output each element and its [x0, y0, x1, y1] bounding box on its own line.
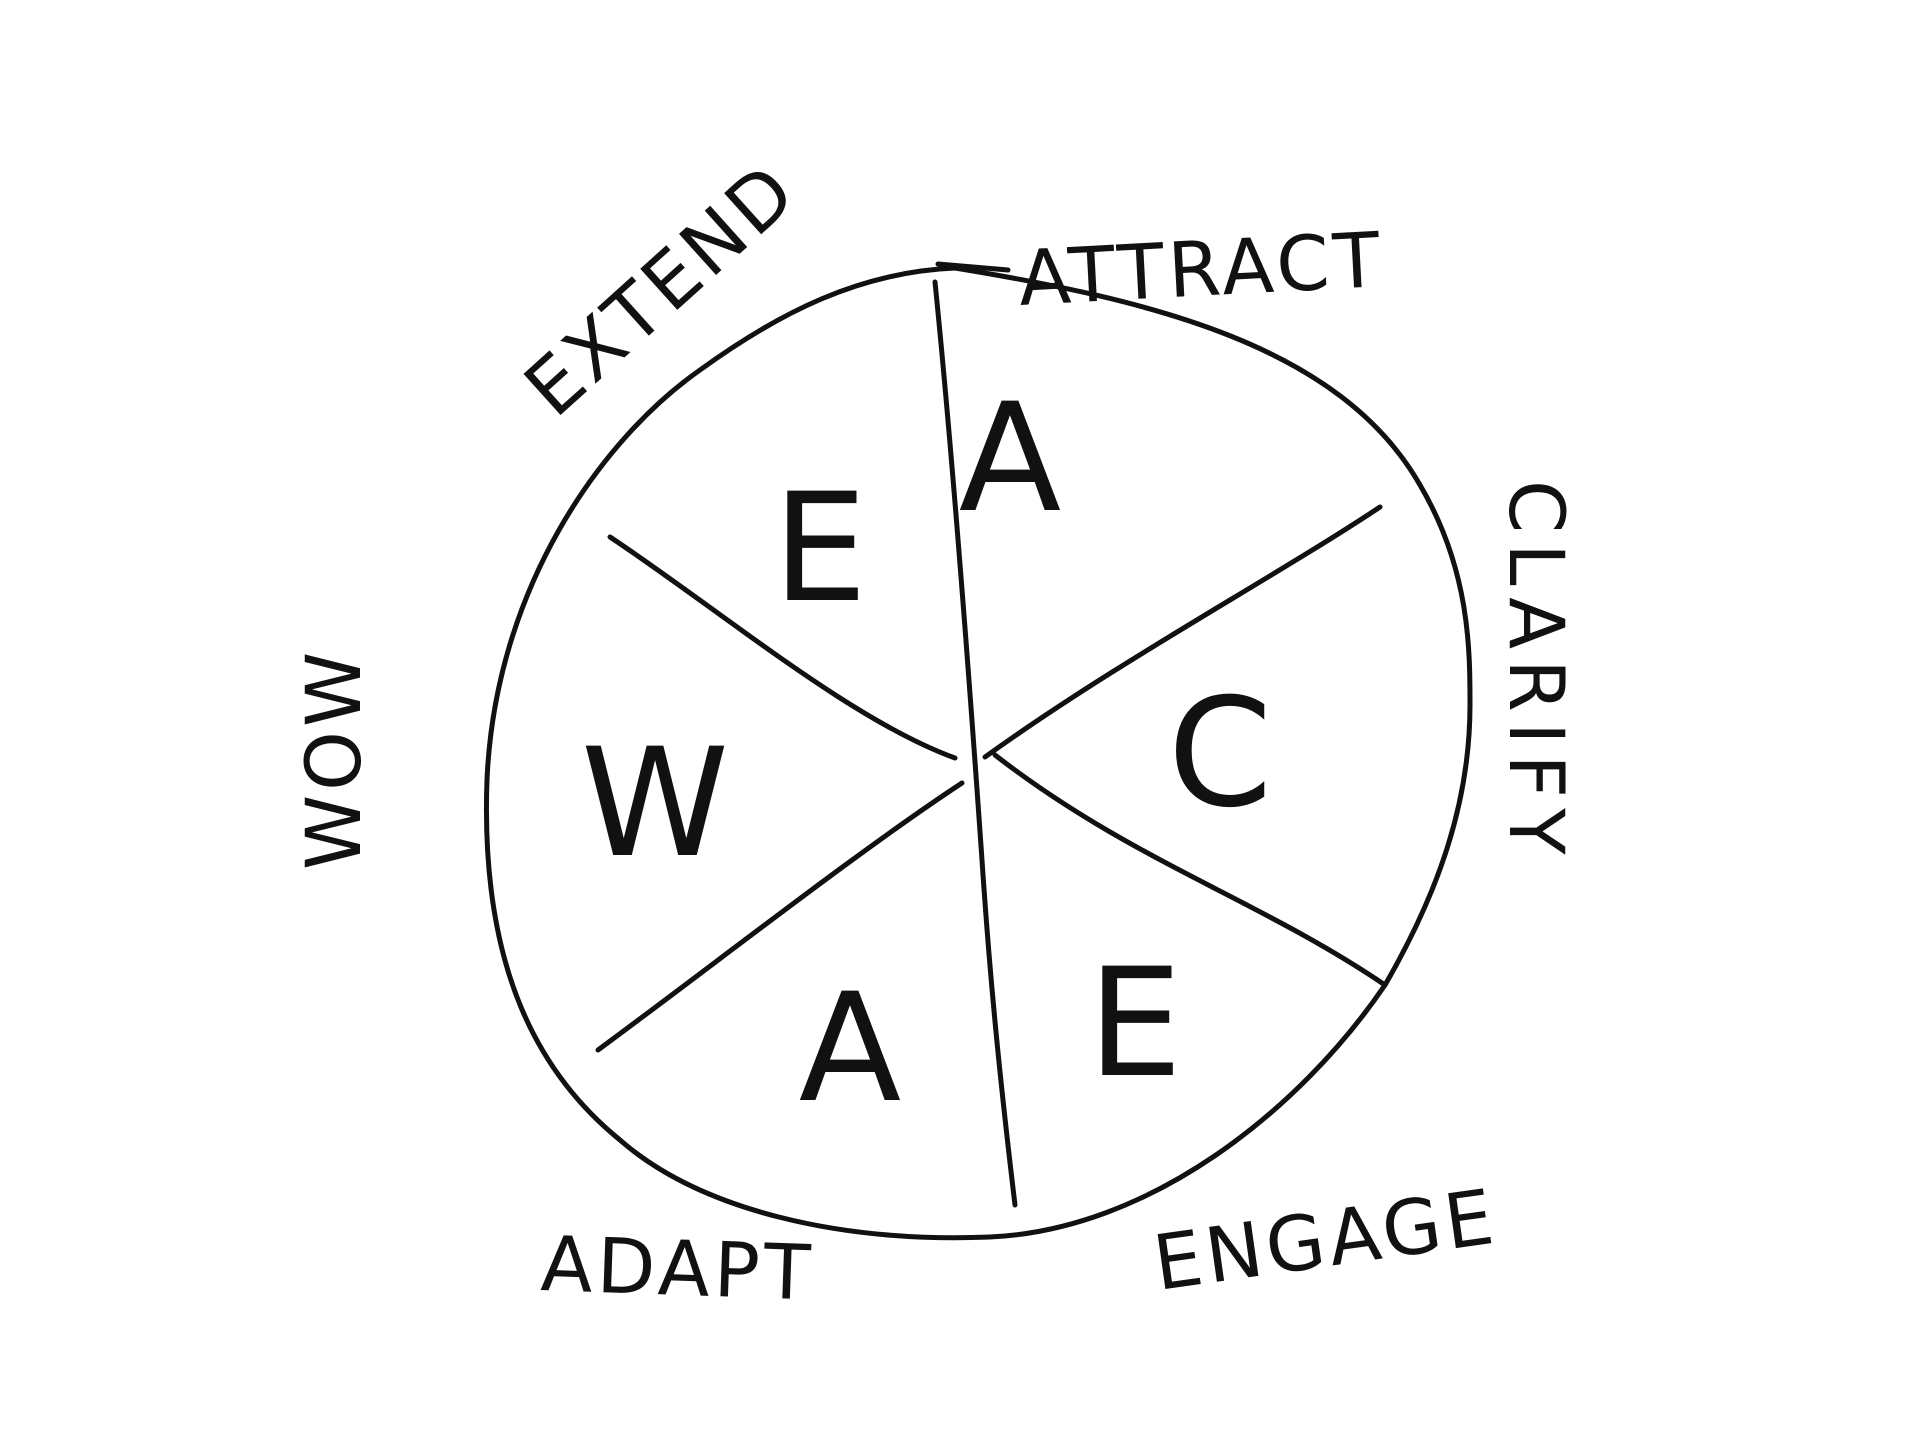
divider-lower-right — [992, 752, 1388, 988]
label-attract: ATTRACT — [1016, 215, 1386, 323]
label-clarify: CLARIFY — [1492, 480, 1581, 865]
segment-letter-clarify: C — [1168, 667, 1273, 841]
label-extend: EXTEND — [507, 145, 814, 434]
outer-circle — [483, 265, 1473, 1241]
label-adapt: ADAPT — [539, 1219, 815, 1317]
divider-vertical — [932, 279, 1018, 1208]
top-tick — [935, 261, 1011, 273]
segment-letter-wow: W — [581, 717, 729, 891]
divider-upper-right — [982, 504, 1383, 760]
label-engage: ENGAGE — [1148, 1172, 1502, 1308]
segment-letter-engage: E — [1088, 937, 1183, 1111]
label-wow: WOW — [289, 648, 378, 870]
divider-upper-left — [607, 534, 958, 761]
segment-letter-extend: E — [773, 462, 868, 636]
divider-lower-left — [595, 780, 965, 1053]
segment-letter-adapt: A — [799, 962, 902, 1136]
segment-letter-attract: A — [959, 372, 1062, 546]
